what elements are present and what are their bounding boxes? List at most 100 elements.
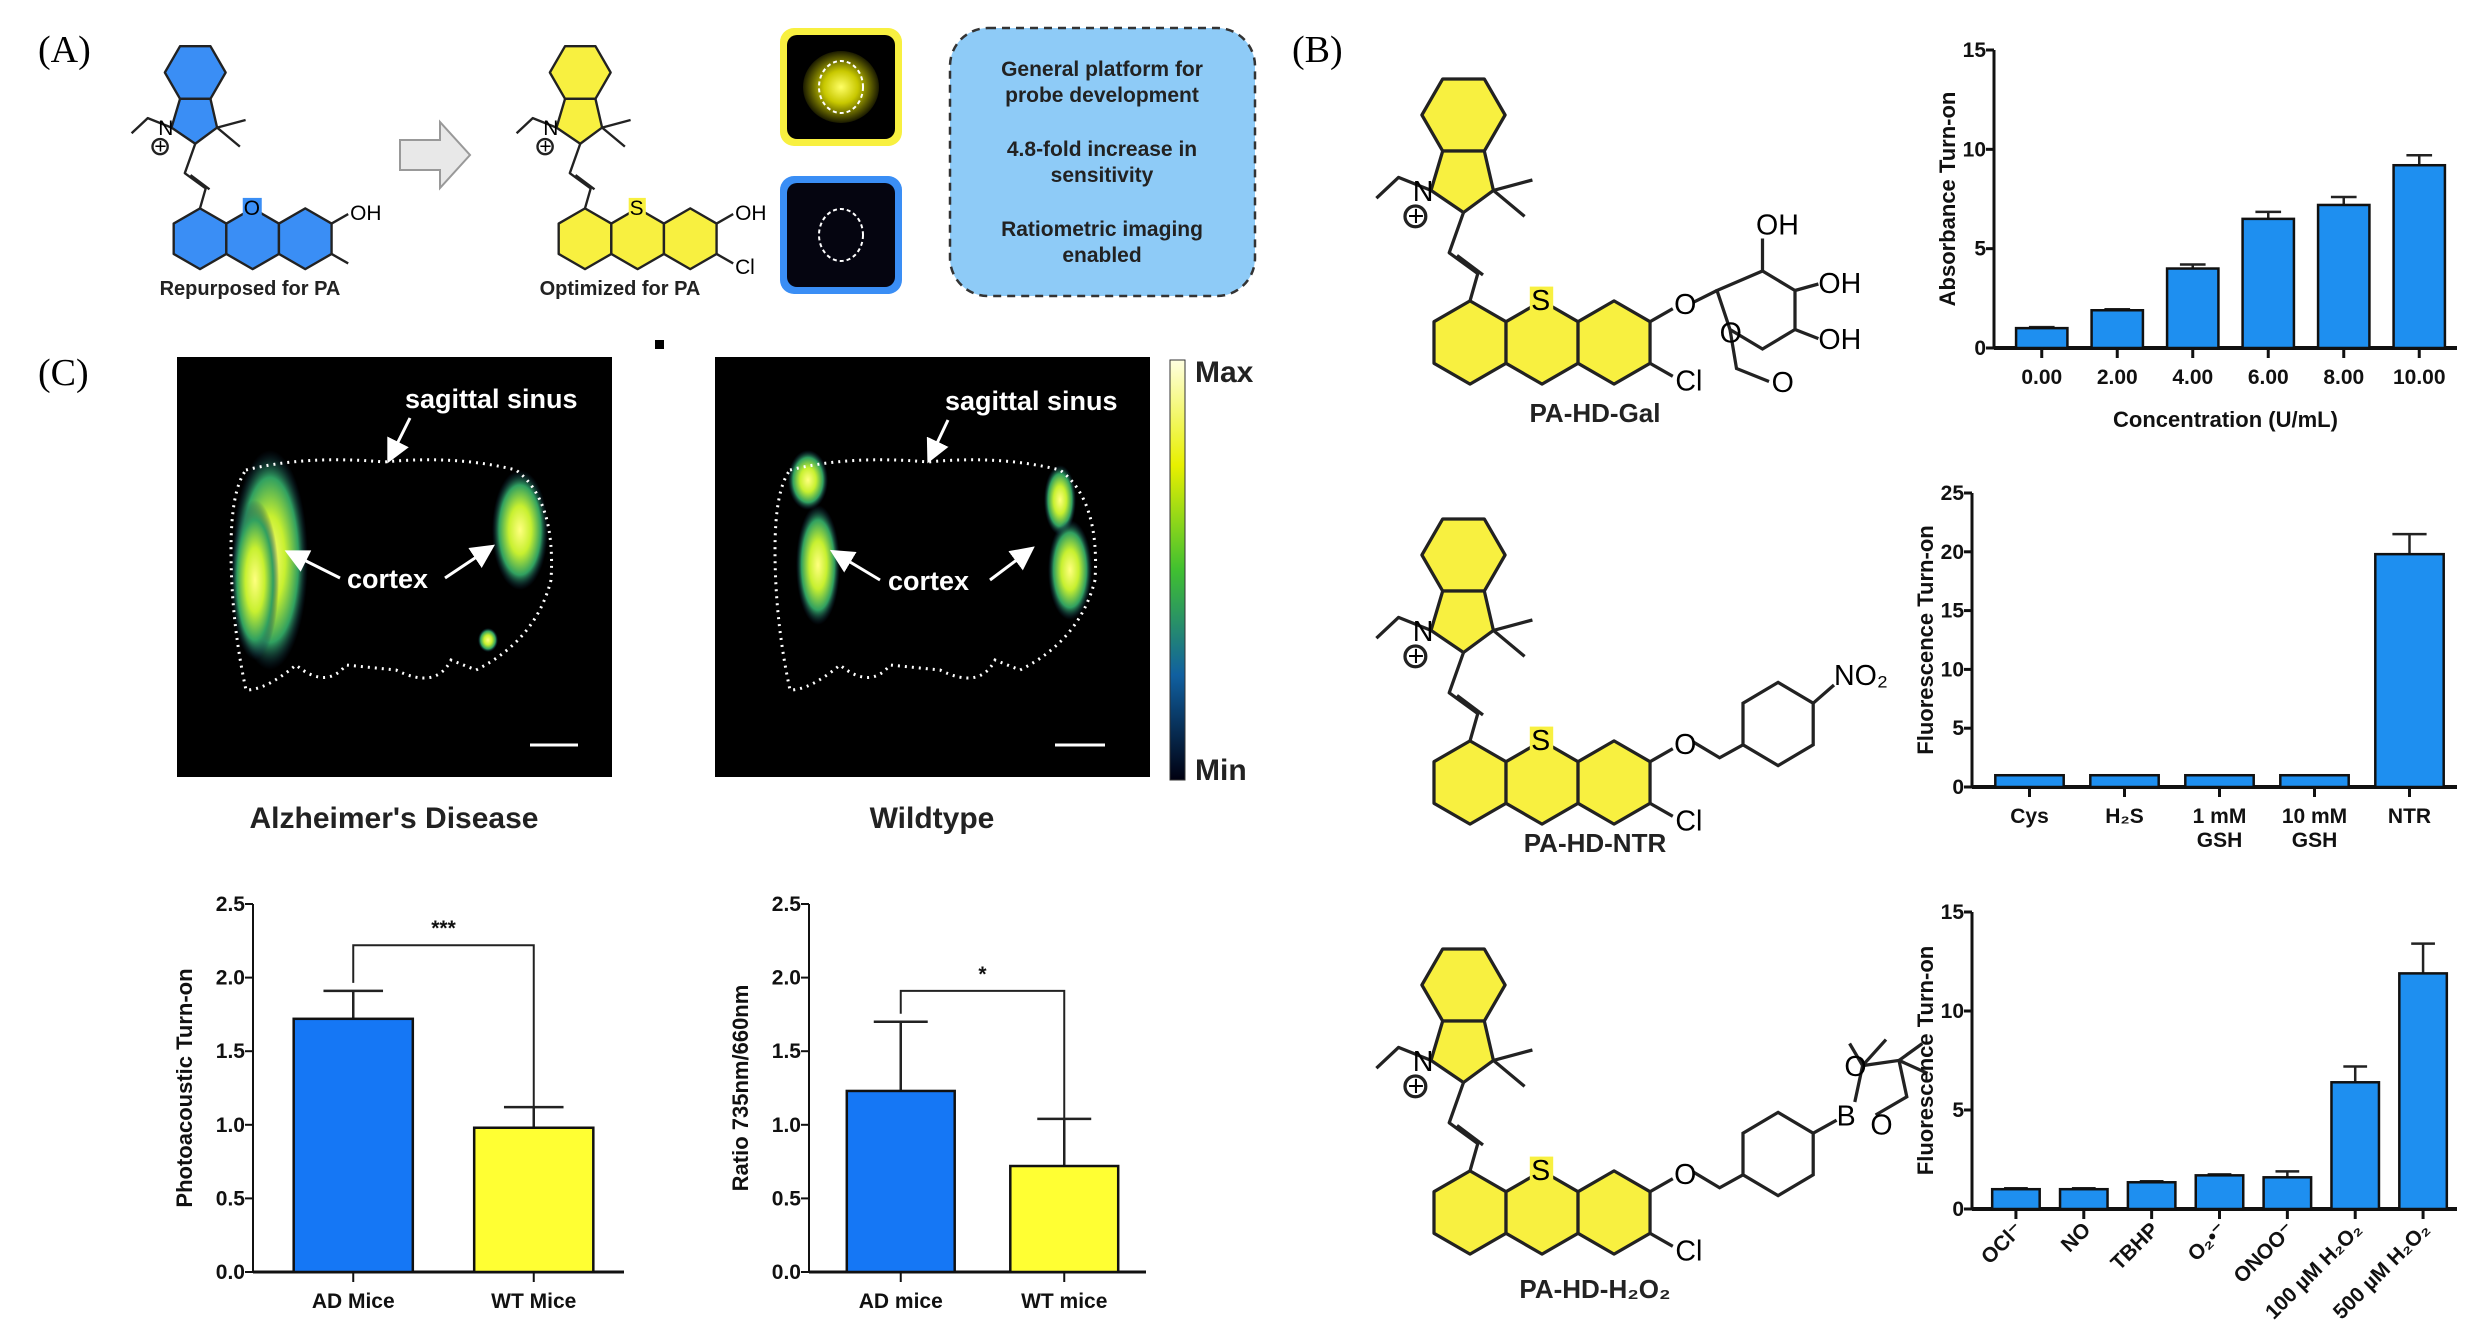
probe-structure-gal: N + S Cl O OH OH OH O O (1374, 77, 1861, 399)
significance-bracket (899, 989, 1066, 1119)
x-tick-label-line: 10.00 (2393, 366, 2446, 389)
feature-3-line-2: enabled (1062, 244, 1141, 267)
x-tick-label: H₂S (2105, 805, 2144, 828)
caption-wildtype: Wildtype (870, 802, 995, 835)
atom-cl: Cl (735, 256, 755, 279)
atom-oh: OH (1818, 324, 1861, 356)
colorbar: Max Min (1169, 356, 1254, 787)
atom-oh: OH (735, 202, 766, 225)
bar-2 (2184, 773, 2255, 789)
y-tick-label: 10 (1941, 658, 1964, 681)
x-tick-label: Cys (2010, 805, 2049, 828)
arrow-right-icon (399, 119, 472, 191)
bar-1 (472, 1126, 595, 1274)
bar-0 (1994, 773, 2065, 789)
x-tick-label: 6.00 (2248, 366, 2289, 389)
label-cortex-ad: cortex (347, 564, 428, 594)
x-tick-label-line: 6.00 (2248, 366, 2289, 389)
y-axis-label: Ratio 735nm/660nm (728, 985, 753, 1192)
charge-plus: + (1408, 1071, 1425, 1103)
y-tick-label: 2.0 (772, 967, 801, 990)
bar-1 (2058, 1187, 2109, 1211)
x-tick-label: ONOO⁻ (2229, 1218, 2298, 1287)
atom-n: N (543, 117, 558, 140)
feature-1-line-2: probe development (1005, 84, 1199, 107)
x-tick-label: 10.00 (2393, 366, 2446, 389)
x-tick-label-line: AD Mice (312, 1290, 395, 1313)
atom-n: N (158, 117, 173, 140)
x-tick-label-line: Cys (2010, 805, 2049, 828)
probe-structure-ntr: N + S Cl O NO₂ (1374, 517, 1888, 838)
bar-4 (2316, 203, 2371, 350)
x-tick-label: OCl⁻ (1977, 1218, 2028, 1269)
atom-o: O (1772, 367, 1794, 399)
y-tick-label: 5 (1952, 1099, 1964, 1122)
x-tick-label: 8.00 (2323, 366, 2364, 389)
atom-o: O (1844, 1051, 1866, 1083)
x-tick-label-line: WT mice (1021, 1290, 1107, 1313)
colorbar-min: Min (1195, 754, 1247, 787)
bar-0 (292, 1017, 415, 1274)
bar-5 (2392, 163, 2447, 350)
charge-plus: + (154, 135, 166, 158)
bar-6 (2398, 972, 2449, 1211)
x-tick-label: NTR (2388, 805, 2431, 828)
x-tick-label: WT Mice (491, 1290, 576, 1313)
y-tick-label: 10 (1963, 138, 1986, 161)
y-tick-label: 1.0 (216, 1114, 245, 1137)
charge-plus: + (1408, 201, 1425, 233)
x-tick-label-line: 2.00 (2097, 366, 2138, 389)
atom-cl: Cl (1675, 1236, 1702, 1268)
probe-name-h2o2: PA-HD-H₂O₂ (1519, 1274, 1670, 1304)
x-tick-label: AD Mice (312, 1290, 395, 1313)
stray-mark (655, 340, 664, 349)
atom-s: S (1531, 285, 1550, 317)
x-axis-label: Concentration (U/mL) (2113, 407, 2338, 432)
significance-label: * (978, 963, 987, 986)
x-tick-label: 0.00 (2021, 366, 2062, 389)
atom-o: O (1674, 289, 1696, 321)
label-cortex-wt: cortex (888, 566, 969, 596)
feature-1-line-1: General platform for (1001, 58, 1203, 81)
feature-2-line-2: sensitivity (1051, 164, 1154, 187)
y-axis-label: Fluorescence Turn-on (1913, 525, 1938, 754)
atom-o: O (1870, 1110, 1892, 1142)
x-tick-label: 2.00 (2097, 366, 2138, 389)
x-tick-label-line: GSH (2197, 829, 2243, 852)
bar-1 (2090, 309, 2145, 350)
atom-n: N (1413, 1046, 1434, 1078)
bar-2 (2126, 1181, 2177, 1211)
caption-optimized: Optimized for PA (540, 278, 701, 300)
x-tick-label: AD mice (859, 1290, 943, 1313)
molecule-repurposed: N + O OH (130, 44, 381, 271)
bar-1 (1009, 1164, 1120, 1274)
y-tick-label: 0.0 (216, 1261, 245, 1284)
x-tick-label: 4.00 (2172, 366, 2213, 389)
probe-name-ntr: PA-HD-NTR (1524, 828, 1667, 858)
atom-n: N (1413, 616, 1434, 648)
x-tick-label: NO (2057, 1218, 2096, 1257)
atom-o: O (244, 197, 260, 220)
panel-label-b: (B) (1292, 29, 1343, 71)
y-axis-label: Photoacoustic Turn-on (172, 968, 197, 1207)
x-tick-label-line: H₂S (2105, 805, 2144, 828)
y-tick-label: 0.5 (216, 1187, 246, 1210)
feature-3-line-1: Ratiometric imaging (1001, 218, 1203, 241)
y-tick-label: 0 (1952, 1198, 1964, 1221)
bar-3 (2194, 1174, 2245, 1211)
y-tick-label: 15 (1963, 39, 1987, 62)
atom-s: S (1531, 1155, 1550, 1187)
bar-4 (2374, 552, 2445, 789)
y-tick-label: 20 (1941, 541, 1964, 564)
probe-name-gal: PA-HD-Gal (1530, 398, 1661, 428)
x-tick-label-line: WT Mice (491, 1290, 576, 1313)
colorbar-max: Max (1195, 356, 1254, 389)
atom-n: N (1413, 176, 1434, 208)
x-tick-label: WT mice (1021, 1290, 1107, 1313)
label-sagittal-sinus-ad: sagittal sinus (405, 384, 578, 414)
